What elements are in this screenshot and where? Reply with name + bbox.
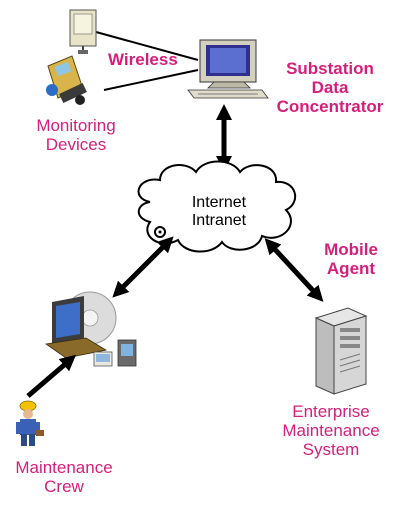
monitoring-label-line-2: Devices	[45, 135, 107, 155]
substation-label-line-1: Substation	[286, 59, 374, 78]
server-tower-icon	[314, 307, 368, 395]
substation-label-line-2: Data	[311, 78, 349, 98]
mobile-agent-line-2: Agent	[326, 259, 376, 279]
wireless-sensor-icon	[69, 9, 97, 54]
substation-label: Substation Data Concentrator	[276, 59, 384, 116]
maintenance-crew-label: Maintenance Crew	[4, 458, 124, 496]
cloud-label-line-1: Internet	[191, 194, 247, 211]
mobile-agent-label: Mobile Agent	[316, 240, 386, 278]
crew-label-line-2: Crew	[44, 477, 84, 497]
arrow-crew-laptop	[26, 354, 77, 398]
substation-label-line-3: Concentrator	[276, 97, 384, 117]
monitoring-label-line-1: Monitoring	[36, 116, 116, 135]
enterprise-label-line-2: Maintenance	[282, 421, 380, 441]
handheld-device-icon	[46, 55, 87, 105]
enterprise-label-line-1: Enterprise	[292, 402, 370, 421]
crew-label-line-1: Maintenance	[15, 458, 113, 477]
cloud-label-line-2: Intranet	[191, 211, 247, 229]
arrow-cloud-server	[264, 238, 324, 302]
wireless-label: Wireless	[108, 50, 178, 69]
wireless-link-line-top	[95, 31, 199, 61]
mobile-agent-line-1: Mobile	[324, 240, 378, 259]
monitoring-devices-label: Monitoring Devices	[26, 116, 126, 154]
arrow-cloud-laptop	[112, 236, 174, 298]
enterprise-label-line-3: System	[302, 440, 360, 460]
laptop-pda-icon	[44, 291, 137, 367]
cloud-label: Internet Intranet	[174, 194, 264, 230]
wireless-link-line-bottom	[103, 69, 199, 91]
enterprise-system-label: Enterprise Maintenance System	[270, 402, 392, 459]
worker-icon	[16, 400, 44, 446]
data-concentrator-pc-icon	[187, 39, 269, 99]
